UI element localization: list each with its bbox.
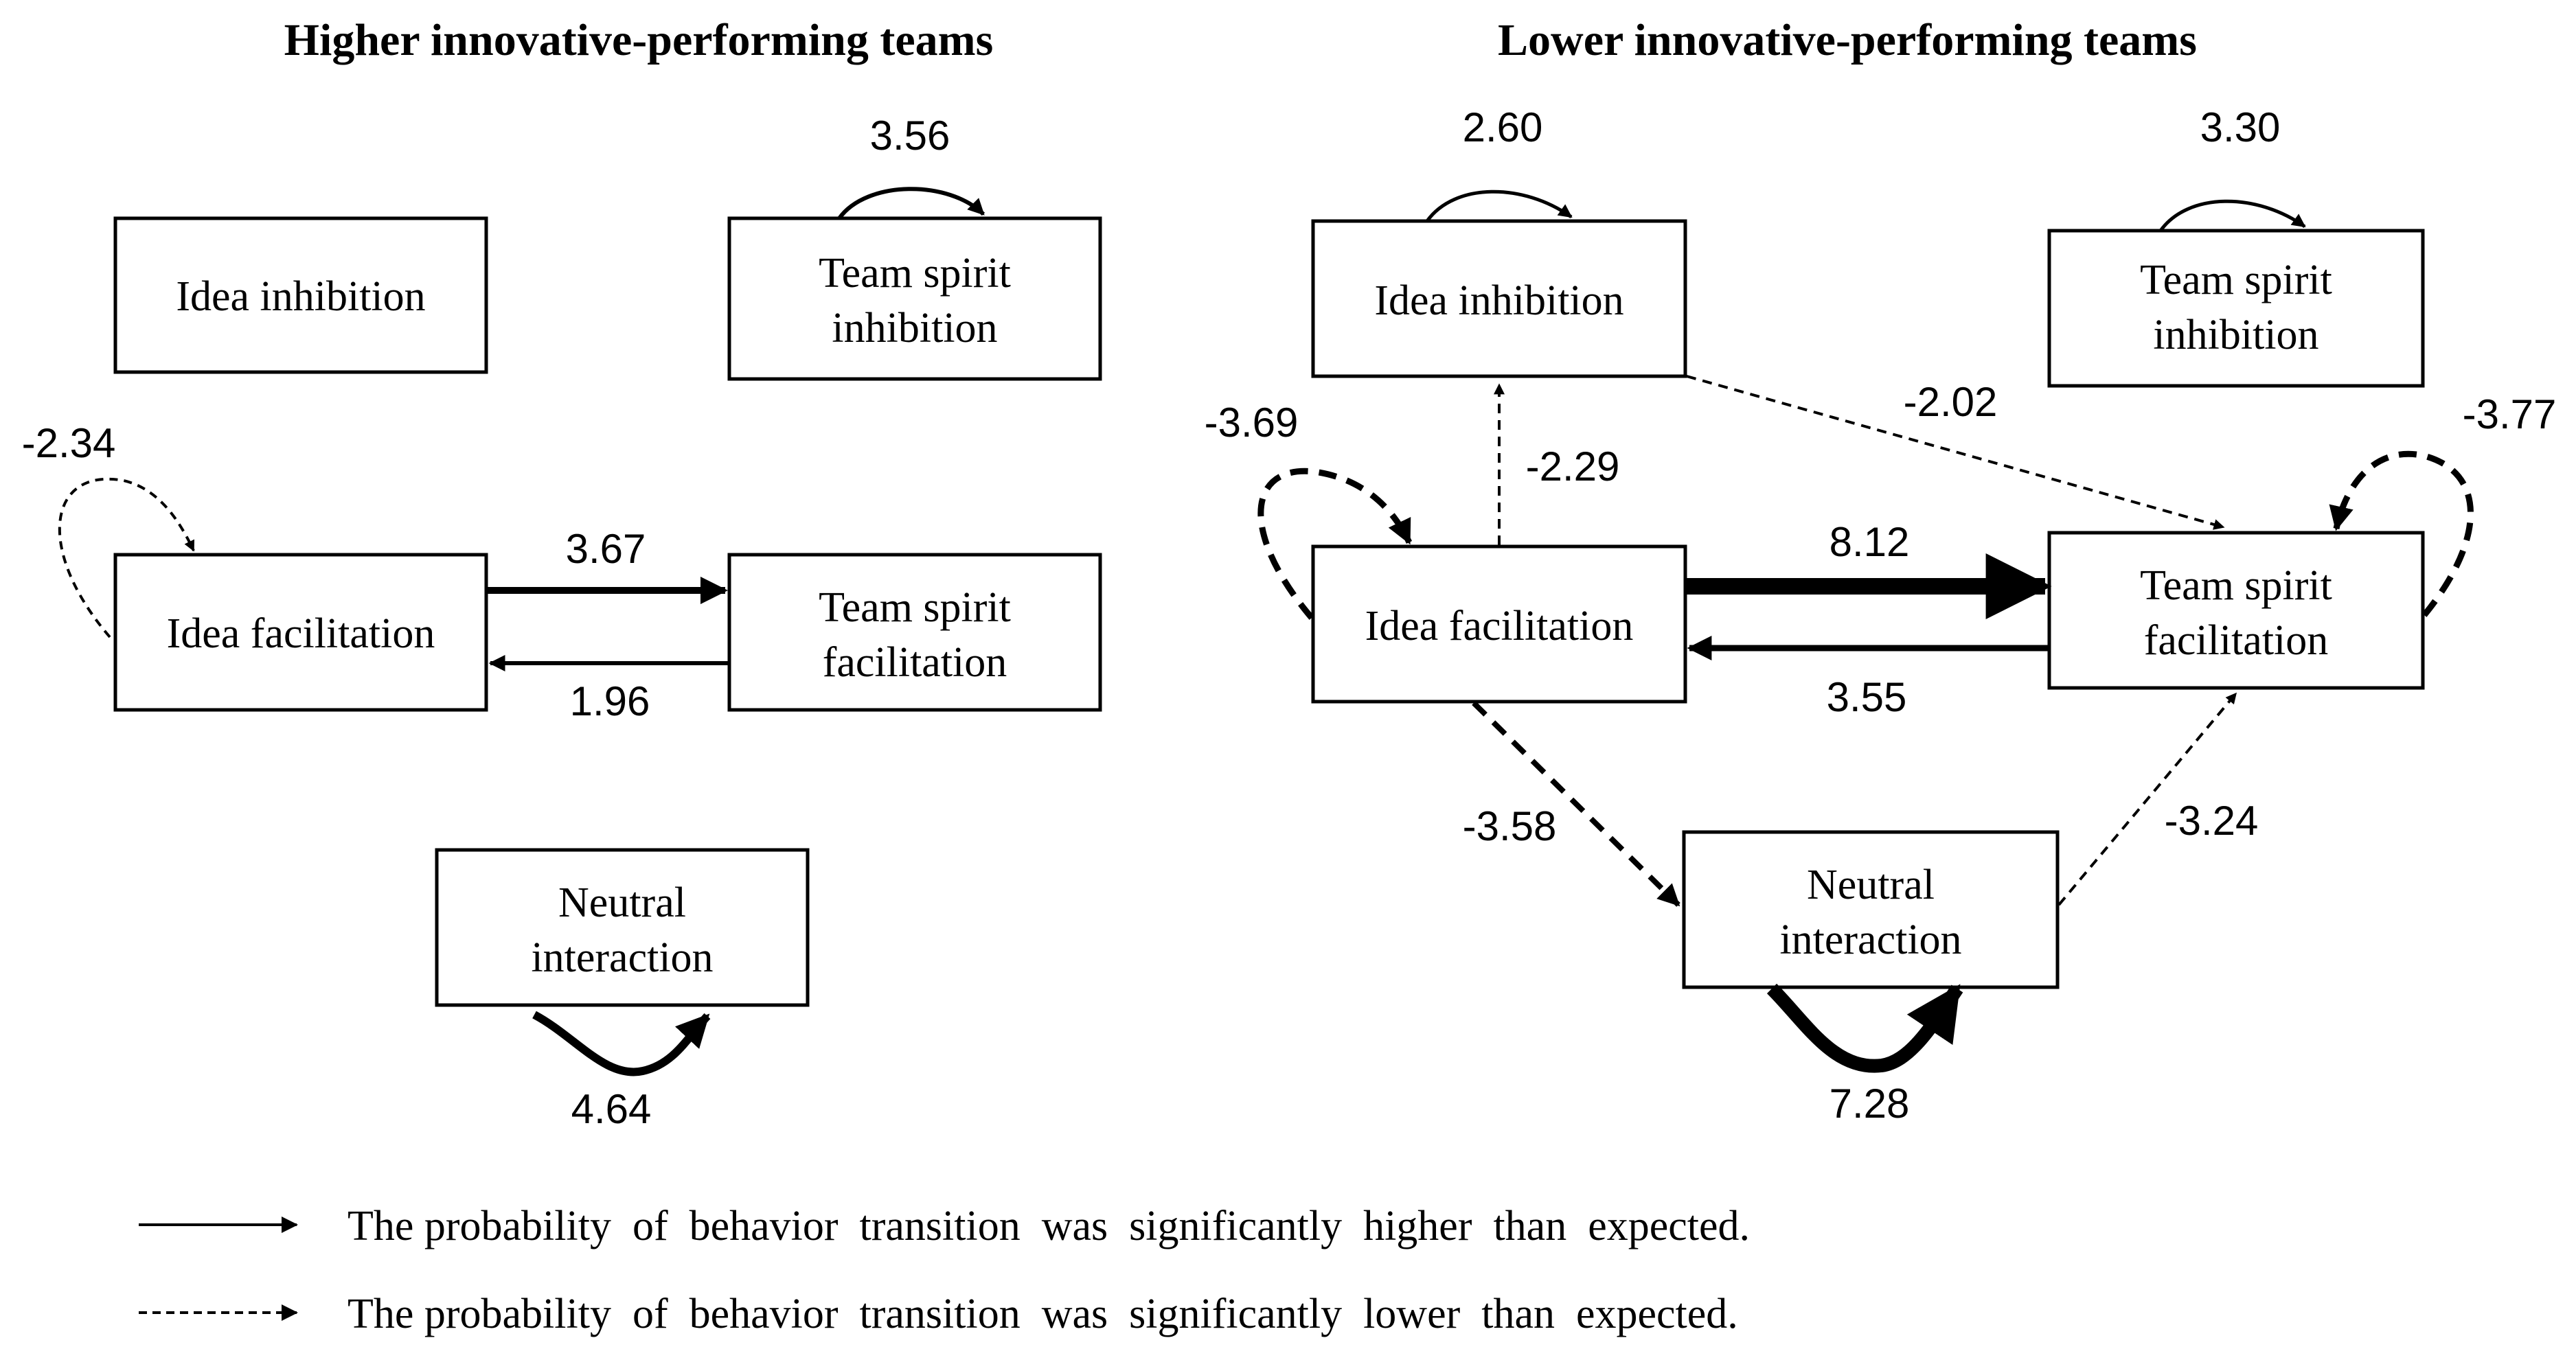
node-idea-facilitation: Idea facilitation	[113, 553, 488, 712]
edge-self-team-spirit-facilitation	[2329, 450, 2474, 617]
edge-weight: -2.29	[1526, 443, 1620, 489]
panel-lower: Lower innovative-performing teams Idea i…	[1205, 15, 2557, 1127]
node-label: Idea facilitation	[167, 610, 435, 657]
node-team-spirit-inhibition: Team spirit inhibition	[727, 216, 1102, 381]
legend-text: The probability of behavior transition w…	[347, 1291, 1738, 1337]
node-label-line-2: interaction	[531, 934, 713, 981]
edge-weight: -3.58	[1463, 803, 1557, 849]
edge-weight: -2.34	[22, 420, 116, 466]
node-label-line-1: Team spirit	[819, 250, 1011, 297]
legend-item-dashed: The probability of behavior transition w…	[139, 1291, 1738, 1337]
edge-self-neutral-interaction	[532, 1011, 711, 1076]
node-neutral-interaction: Neutral interaction	[1682, 830, 2060, 989]
node-label-line-2: inhibition	[2153, 312, 2318, 358]
edge-weight: 1.96	[570, 678, 650, 724]
node-label-line-1: Team spirit	[819, 584, 1011, 631]
node-label: Idea inhibition	[176, 273, 425, 320]
edge-weight: -3.24	[2165, 798, 2259, 844]
node-label: Idea facilitation	[1365, 603, 1634, 649]
edge-weight: 3.56	[870, 113, 950, 159]
node-label-line-1: Neutral	[1807, 862, 1935, 908]
node-label: Idea inhibition	[1374, 277, 1623, 324]
edge-weight: 3.67	[566, 526, 646, 572]
panel-higher: Higher innovative-performing teams Idea …	[22, 15, 1102, 1132]
node-idea-inhibition: Idea inhibition	[1311, 219, 1687, 378]
edge-weight: 2.60	[1463, 104, 1543, 150]
node-label-line-2: inhibition	[832, 305, 997, 351]
edge-self-team-spirit-inhibition	[837, 187, 985, 220]
edge-self-idea-facilitation	[58, 477, 195, 638]
edge-self-neutral-interaction	[1766, 983, 1963, 1073]
node-label-line-1: Team spirit	[2140, 257, 2332, 303]
node-team-spirit-inhibition: Team spirit inhibition	[2047, 229, 2425, 388]
node-idea-inhibition: Idea inhibition	[113, 216, 488, 374]
edge-weight: 8.12	[1830, 519, 1910, 565]
legend: The probability of behavior transition w…	[139, 1203, 1750, 1337]
edge-idea-facilitation-to-neutral-interaction	[1472, 701, 1680, 907]
panel-title: Lower innovative-performing teams	[1498, 15, 2197, 65]
edge-weight: 3.30	[2200, 104, 2281, 150]
edge-idea-inhibition-to-team-spirit-facilitation	[1686, 375, 2225, 530]
edge-self-idea-inhibition	[1425, 189, 1573, 222]
node-neutral-interaction: Neutral interaction	[435, 848, 810, 1007]
edge-weight: -2.02	[1904, 379, 1998, 425]
node-label-line-1: Team spirit	[2140, 562, 2332, 609]
edge-weight: -3.69	[1205, 400, 1299, 446]
node-label-line-1: Neutral	[558, 879, 686, 926]
node-idea-facilitation: Idea facilitation	[1311, 544, 1687, 704]
edge-weight: 3.55	[1827, 674, 1907, 720]
legend-text: The probability of behavior transition w…	[347, 1203, 1750, 1249]
node-label-line-2: facilitation	[2144, 617, 2329, 664]
legend-item-solid: The probability of behavior transition w…	[139, 1203, 1750, 1249]
edge-neutral-interaction-to-team-spirit-facilitation	[2058, 692, 2237, 906]
edge-weight: -3.77	[2463, 391, 2557, 437]
node-label-line-2: interaction	[1779, 917, 1961, 963]
node-team-spirit-facilitation: Team spirit facilitation	[2047, 531, 2425, 690]
edge-weight: 7.28	[1830, 1081, 1910, 1127]
node-label-line-2: facilitation	[823, 639, 1007, 686]
edge-self-team-spirit-inhibition	[2158, 199, 2306, 232]
edge-self-idea-facilitation	[1257, 468, 1413, 620]
panel-title: Higher innovative-performing teams	[284, 15, 994, 65]
node-team-spirit-facilitation: Team spirit facilitation	[727, 553, 1102, 712]
edge-weight: 4.64	[571, 1086, 652, 1132]
